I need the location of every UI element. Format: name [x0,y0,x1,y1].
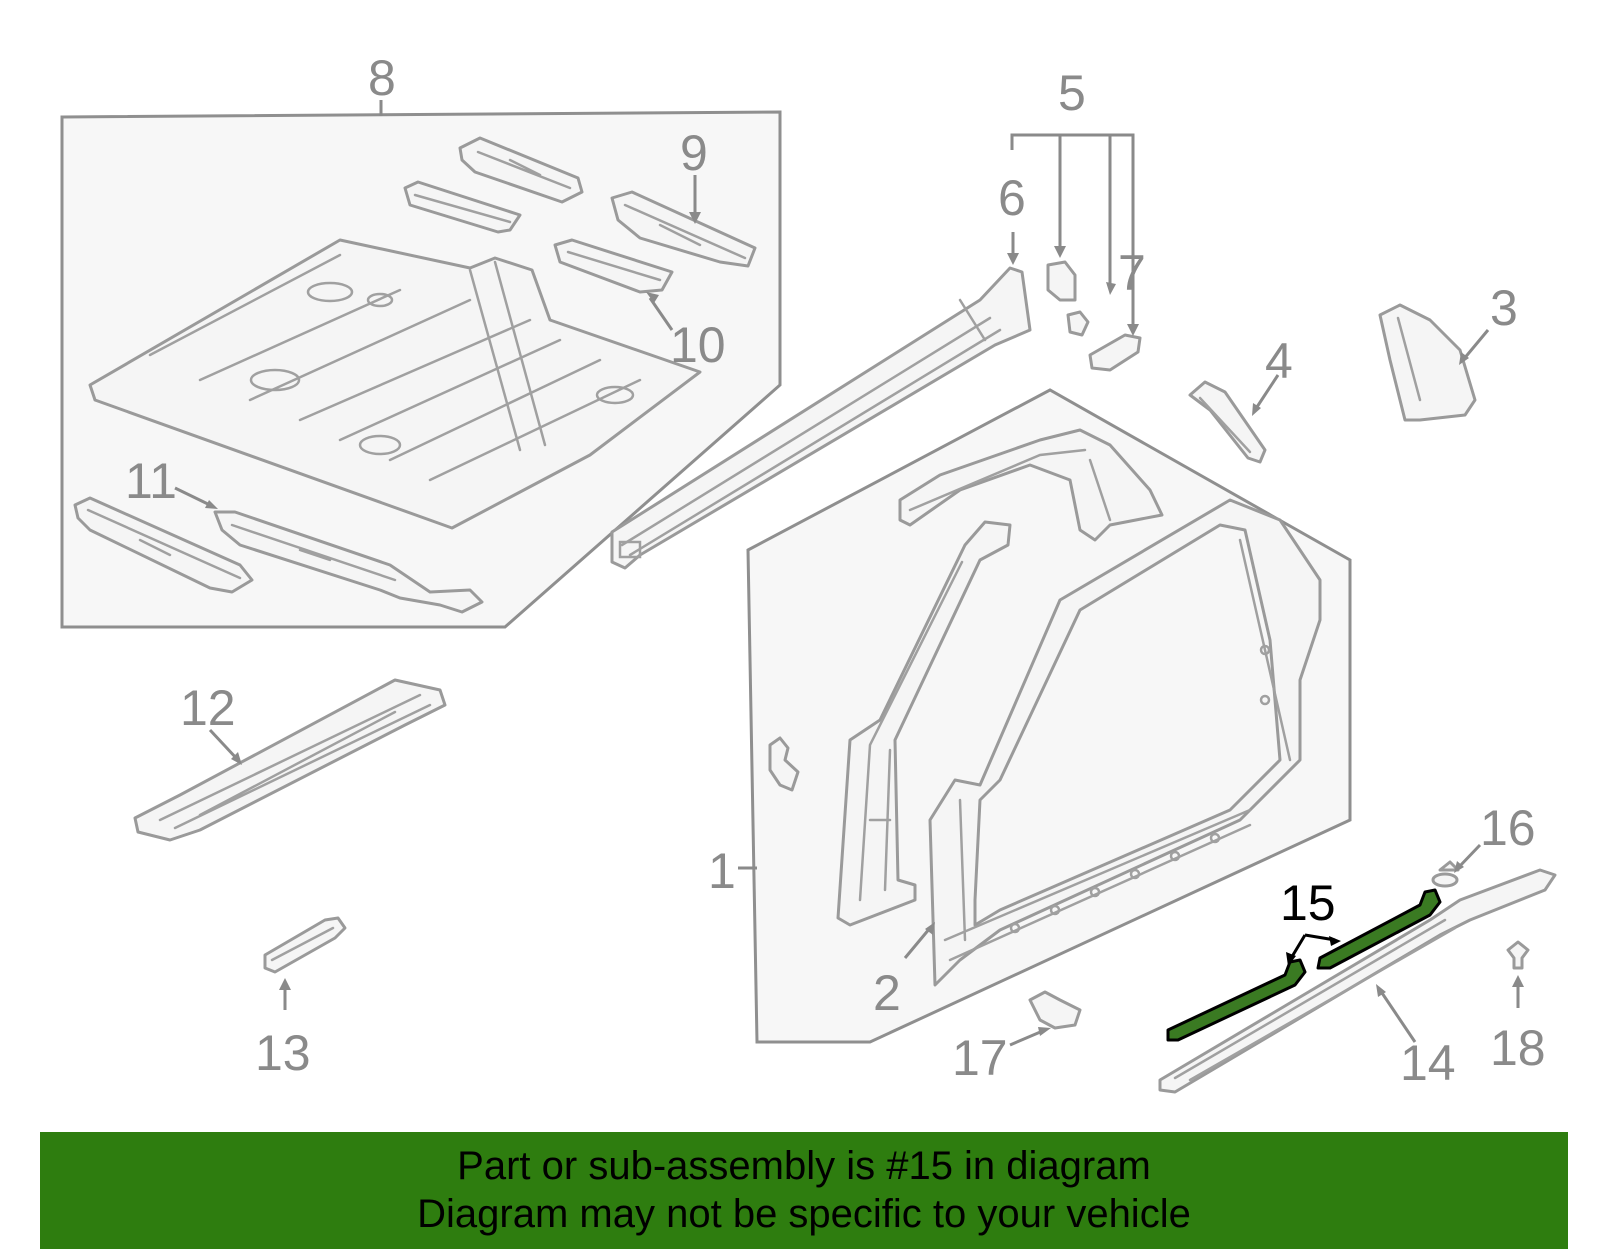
callout-16[interactable]: 16 [1480,800,1536,856]
part-5-clip[interactable] [1066,310,1090,337]
part-2[interactable] [928,498,1322,987]
info-banner: Part or sub-assembly is #15 in diagram D… [40,1132,1568,1249]
part-12[interactable] [133,678,447,842]
part-15-rear-piece[interactable] [1316,888,1442,970]
callout-13[interactable]: 13 [255,1025,311,1081]
part-5-group: 5 [1010,65,1135,310]
callout-2[interactable]: 2 [873,965,901,1021]
roof-rail[interactable] [898,428,1164,542]
floor-pan-part[interactable] [88,238,702,530]
part-6[interactable] [610,266,1032,570]
small-bracket[interactable] [768,736,800,792]
part-7[interactable] [1088,333,1142,372]
callout-10[interactable]: 10 [670,317,726,373]
callout-18[interactable]: 18 [1490,1020,1546,1076]
part-15[interactable] [1166,888,1442,1042]
part-4[interactable] [1188,380,1267,464]
floor-crossmember-upper[interactable] [458,136,584,204]
callout-1[interactable]: 1 [708,843,736,899]
callout-12[interactable]: 12 [180,680,236,736]
callout-9[interactable]: 9 [680,125,708,181]
part-16[interactable] [1431,860,1460,888]
floor-assembly-group: 8 9 10 [60,50,782,629]
banner-disclaimer: Diagram may not be specific to your vehi… [417,1192,1191,1236]
side-panel-group: 1 2 [708,388,1352,1044]
callout-15[interactable]: 15 [1280,875,1336,931]
pillar-inner[interactable] [836,520,1012,927]
side-panel-box [746,388,1352,1044]
callout-14[interactable]: 14 [1400,1035,1456,1091]
part-15-front-piece[interactable] [1166,958,1307,1042]
part-17[interactable] [1028,990,1082,1030]
callout-4[interactable]: 4 [1265,333,1293,389]
callout-6[interactable]: 6 [998,170,1026,226]
part-3[interactable] [1378,303,1477,422]
part-14[interactable] [1158,868,1557,1094]
part-18[interactable] [1506,940,1530,970]
banner-part-note: Part or sub-assembly is #15 in diagram [457,1144,1151,1188]
part-9[interactable] [610,190,757,268]
part-13[interactable] [263,916,347,974]
callout-7[interactable]: 7 [1118,245,1146,301]
callout-11[interactable]: 11 [125,453,177,509]
part-5-bracket[interactable] [1046,260,1077,302]
callout-3[interactable]: 3 [1490,280,1518,336]
callout-8[interactable]: 8 [368,50,396,106]
callout-5[interactable]: 5 [1058,65,1086,121]
part-10[interactable] [553,238,674,294]
floor-crossmember-small[interactable] [403,180,522,234]
callout-17[interactable]: 17 [952,1030,1008,1086]
part-11[interactable] [73,496,484,614]
